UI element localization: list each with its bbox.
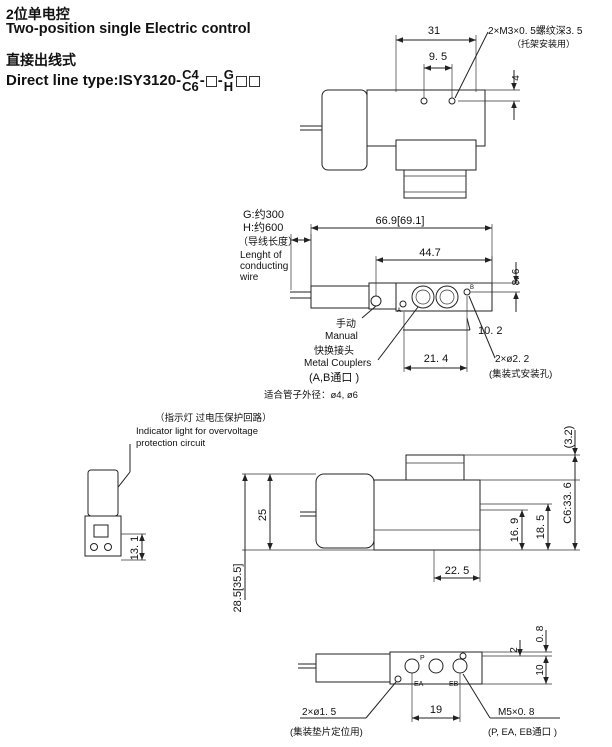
coupler-label-en: Metal Couplers xyxy=(304,358,371,369)
indicator-label-cn: （指示灯 过电压保护回路） xyxy=(155,412,272,424)
dim-10-2-label: 10. 2 xyxy=(478,325,502,337)
dim-10-label: 10 xyxy=(535,664,546,676)
bottom-port-p xyxy=(428,658,444,674)
code-c4: C4 xyxy=(182,67,199,82)
top-view: 31 9. 5 4 2×M3×0. 5螺纹深3. 5 （托架安装用） xyxy=(300,24,583,199)
code-blank-box-3 xyxy=(248,75,260,87)
port-label-ea: EA xyxy=(414,681,424,688)
code-dash-1: - xyxy=(199,71,205,89)
lead-length-en-3: wire xyxy=(239,272,259,283)
dim-28-5-label: 28.5[35.5] xyxy=(232,564,244,613)
middle-view: G:约300 H:约600 （导线长度） Lenght of conductin… xyxy=(238,208,552,401)
bottom-valve-base xyxy=(389,651,483,685)
code-dash-2: - xyxy=(217,71,223,89)
coupler-label-cn: 快换接头 xyxy=(314,344,354,357)
lead-length-cn: （导线长度） xyxy=(238,235,298,248)
top-solenoid-coil xyxy=(321,89,368,171)
front-solenoid-coil xyxy=(315,473,375,549)
dim-18-5-label: 18. 5 xyxy=(535,515,547,539)
dim-13-1-label: 13. 1 xyxy=(129,536,141,560)
top-valve-body xyxy=(366,89,486,147)
indicator-label-en-1: Indicator light for overvoltage xyxy=(136,426,258,437)
tube-diameter-note: 适合管子外径：ø4, ø6 xyxy=(264,389,358,401)
dim-22-5-label: 22. 5 xyxy=(445,565,469,577)
manifold-hole-left xyxy=(399,300,407,308)
dim-c6-label: C6:33. 6 xyxy=(562,482,574,524)
dim-16-9-label: 16. 9 xyxy=(509,518,521,542)
top-fitting xyxy=(403,169,467,199)
port-thread-note: (P, EA, EB通口 ) xyxy=(488,727,557,738)
lead-length-en-2: conducting xyxy=(240,261,288,272)
dim-66-9-label: 66.9[69.1] xyxy=(376,215,425,227)
front-top-fitting xyxy=(405,454,465,481)
code-h: H xyxy=(223,79,234,94)
manual-label-cn: 手动 xyxy=(336,317,356,330)
locating-pin-note: (集装垫片定位用) xyxy=(290,726,363,738)
port-thread-spec: M5×0. 8 xyxy=(498,707,535,718)
dim-21-4-label: 21. 4 xyxy=(424,353,448,365)
code-blank-box-1 xyxy=(205,75,217,87)
manifold-hole-spec: 2×ø2. 2 xyxy=(495,354,530,365)
port-label-p: P xyxy=(420,655,425,662)
front-valve-body xyxy=(373,479,481,551)
thread-callout: 2×M3×0. 5螺纹深3. 5 xyxy=(488,24,583,37)
lead-length-h: H:约600 xyxy=(243,221,283,234)
dim-2-label: 2 xyxy=(509,647,520,653)
port-ab-label: (A,B通口 ) xyxy=(309,371,359,384)
dim-0-8-label: 0. 8 xyxy=(535,625,546,642)
lead-length-g: G:约300 xyxy=(243,208,284,221)
title-chinese: 2位单电控 xyxy=(6,6,70,22)
mid-solenoid xyxy=(310,285,370,309)
bottom-solenoid xyxy=(315,653,391,683)
code-blank-box-2 xyxy=(235,75,247,87)
end-view-connector xyxy=(87,469,119,517)
locating-pin-spec: 2×ø1. 5 xyxy=(302,707,337,718)
code-c6: C6 xyxy=(182,79,199,94)
dim-9-5-label: 9. 5 xyxy=(429,51,447,63)
dim-8-6-label: 8. 6 xyxy=(511,268,522,285)
end-view-hole-1 xyxy=(90,543,98,551)
subtitle-chinese: 直接出线式 xyxy=(6,52,76,68)
title-english: Two-position single Electric control xyxy=(6,21,251,37)
coupler-port-a xyxy=(411,285,435,309)
end-view: （指示灯 过电压保护回路） Indicator light for overvo… xyxy=(84,412,272,561)
mid-valve-block xyxy=(395,282,493,312)
dim-4-label: 4 xyxy=(511,75,522,81)
dim-3-2-label: (3.2) xyxy=(563,426,575,449)
port-label-a: A xyxy=(397,308,401,314)
coupler-port-b xyxy=(435,285,459,309)
model-prefix: Direct line type:ISY3120- xyxy=(6,71,182,89)
dim-25-label: 25 xyxy=(257,509,269,521)
end-view-hole-2 xyxy=(104,543,112,551)
code-g: G xyxy=(223,67,234,82)
indicator-light xyxy=(93,524,109,538)
dim-19-label: 19 xyxy=(430,704,442,716)
manifold-hole-note: (集装式安装孔) xyxy=(489,368,552,380)
bottom-view: EA P EB 0. 8 2 10 19 2×ø1. 5 (集装垫片定位用) M… xyxy=(290,625,560,738)
locating-pin-right xyxy=(459,652,467,660)
dim-31-label: 31 xyxy=(428,25,440,37)
locating-pin-left xyxy=(394,675,402,683)
front-view: 25 28.5[35.5] (3.2) C6:33. 6 18. 5 16. 9… xyxy=(232,426,580,613)
indicator-label-en-2: protection circuit xyxy=(136,438,206,449)
thread-callout-note: （托架安装用） xyxy=(512,38,575,49)
top-base-block xyxy=(395,139,477,171)
port-label-b: B xyxy=(470,285,474,291)
manual-label-en: Manual xyxy=(325,331,358,342)
dim-44-7-label: 44.7 xyxy=(419,247,440,259)
lead-length-en-1: Lenght of xyxy=(240,250,282,261)
port-label-eb: EB xyxy=(449,681,459,688)
